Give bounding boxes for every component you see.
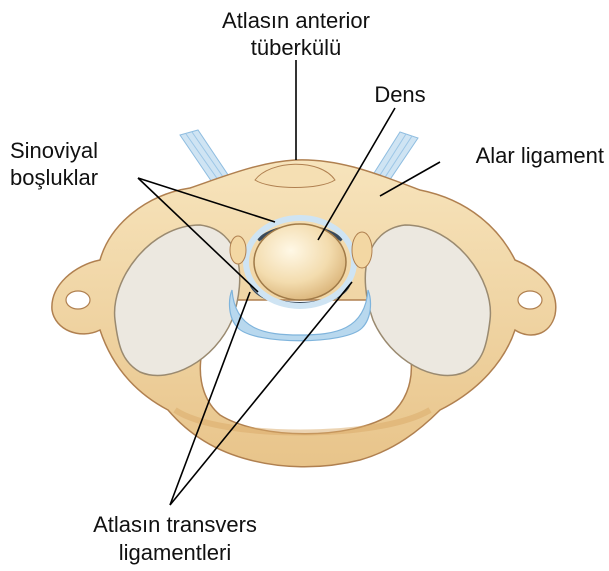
dens <box>254 224 346 300</box>
label-anterior-tubercle-line1: Atlasın anterior <box>222 8 370 33</box>
label-dens: Dens <box>374 82 425 107</box>
label-transverse-ligament-line2: ligamentleri <box>119 540 232 565</box>
label-anterior-tubercle-line2: tüberkülü <box>251 35 342 60</box>
label-transverse-ligament-line1: Atlasın transvers <box>93 512 257 537</box>
label-synovial-spaces-line2: boşluklar <box>10 165 98 190</box>
label-alar-ligament: Alar ligament <box>476 143 604 168</box>
label-synovial-spaces-line1: Sinoviyal <box>10 138 98 163</box>
